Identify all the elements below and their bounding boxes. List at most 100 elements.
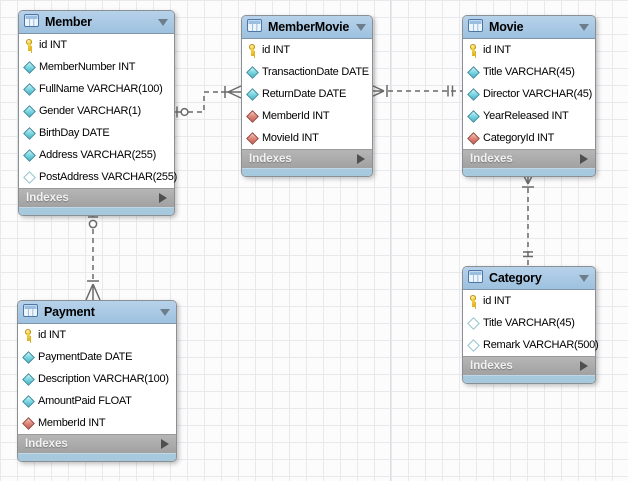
column-row[interactable]: Address VARCHAR(255) — [19, 144, 174, 166]
column-row[interactable]: FullName VARCHAR(100) — [19, 78, 174, 100]
expand-arrow-icon[interactable] — [580, 361, 588, 371]
column-row[interactable]: CategoryId INT — [463, 127, 595, 149]
column-row[interactable]: BirthDay DATE — [19, 122, 174, 144]
table-header[interactable]: Category — [463, 267, 595, 290]
relationship-member-payment[interactable] — [85, 211, 101, 301]
column-row[interactable]: id INT — [19, 34, 174, 56]
column-row[interactable]: Description VARCHAR(100) — [18, 368, 176, 390]
table-icon — [24, 14, 39, 30]
collapse-arrow-icon[interactable] — [160, 308, 170, 316]
column-list: id INT Title VARCHAR(45) Remark VARCHAR(… — [463, 290, 599, 356]
column-icon — [22, 395, 35, 408]
table-title: Category — [489, 271, 542, 285]
column-label: PaymentDate DATE — [38, 351, 133, 363]
column-icon — [467, 66, 480, 79]
column-row[interactable]: MemberNumber INT — [19, 56, 174, 78]
indexes-bar[interactable]: Indexes — [19, 188, 174, 207]
collapse-arrow-icon[interactable] — [579, 274, 589, 282]
column-label: id INT — [39, 39, 67, 51]
primary-key-icon — [246, 43, 259, 57]
column-label: YearReleased INT — [483, 110, 569, 122]
indexes-label: Indexes — [470, 153, 513, 165]
column-icon — [246, 66, 259, 79]
column-row[interactable]: Title VARCHAR(45) — [463, 312, 595, 334]
collapse-arrow-icon[interactable] — [579, 23, 589, 31]
column-row[interactable]: PostAddress VARCHAR(255) — [19, 166, 178, 188]
foreign-key-column-icon — [246, 132, 259, 145]
indexes-bar[interactable]: Indexes — [463, 149, 595, 168]
relationship-movie-category[interactable] — [521, 171, 535, 266]
table-category[interactable]: Category id INT Title VARCHAR(45) Remark… — [462, 266, 599, 384]
column-label: BirthDay DATE — [39, 127, 110, 139]
table-title: MemberMovie — [268, 20, 350, 34]
indexes-bar[interactable]: Indexes — [18, 434, 176, 453]
column-label: MemberId INT — [38, 417, 106, 429]
relationship-membermovie-movie[interactable] — [370, 84, 462, 98]
column-icon — [22, 351, 35, 364]
relationship-member-membermovie[interactable] — [173, 85, 242, 118]
indexes-bar[interactable]: Indexes — [242, 149, 372, 168]
column-row[interactable]: AmountPaid FLOAT — [18, 390, 176, 412]
column-icon — [23, 127, 36, 140]
column-row[interactable]: TransactionDate DATE — [242, 61, 372, 83]
nullable-column-icon — [467, 317, 480, 330]
table-bottom-strip — [18, 453, 176, 461]
column-label: ReturnDate DATE — [262, 88, 347, 100]
primary-key-icon — [23, 38, 36, 52]
table-icon — [247, 19, 262, 35]
column-row[interactable]: id INT — [463, 290, 595, 312]
indexes-bar[interactable]: Indexes — [463, 356, 595, 375]
column-icon — [22, 373, 35, 386]
column-label: CategoryId INT — [483, 132, 555, 144]
table-bottom-strip — [242, 168, 372, 176]
table-title: Member — [45, 15, 92, 29]
table-member[interactable]: Member id INT MemberNumber INT FullName … — [18, 10, 178, 216]
table-header[interactable]: MemberMovie — [242, 16, 372, 39]
table-membermovie[interactable]: MemberMovie id INT TransactionDate DATE … — [241, 15, 373, 177]
column-label: Director VARCHAR(45) — [483, 88, 593, 100]
indexes-label: Indexes — [470, 360, 513, 372]
table-bottom-strip — [19, 207, 174, 215]
column-label: id INT — [483, 295, 511, 307]
table-bottom-strip — [463, 168, 595, 176]
column-icon — [23, 61, 36, 74]
column-row[interactable]: MovieId INT — [242, 127, 372, 149]
column-row[interactable]: Gender VARCHAR(1) — [19, 100, 174, 122]
column-row[interactable]: MemberId INT — [242, 105, 372, 127]
table-movie[interactable]: Movie id INT Title VARCHAR(45) Director … — [462, 15, 596, 177]
foreign-key-column-icon — [22, 417, 35, 430]
column-label: id INT — [38, 329, 66, 341]
primary-key-icon — [467, 43, 480, 57]
table-header[interactable]: Movie — [463, 16, 595, 39]
column-row[interactable]: Remark VARCHAR(500) — [463, 334, 599, 356]
column-label: Title VARCHAR(45) — [483, 66, 575, 78]
column-label: PostAddress VARCHAR(255) — [39, 171, 178, 183]
column-list: id INT TransactionDate DATE ReturnDate D… — [242, 39, 372, 149]
column-label: Description VARCHAR(100) — [38, 373, 169, 385]
column-label: MovieId INT — [262, 132, 319, 144]
expand-arrow-icon[interactable] — [159, 193, 167, 203]
table-header[interactable]: Member — [19, 11, 174, 34]
column-row[interactable]: Title VARCHAR(45) — [463, 61, 595, 83]
column-row[interactable]: id INT — [18, 324, 176, 346]
column-row[interactable]: id INT — [463, 39, 595, 61]
table-header[interactable]: Payment — [18, 301, 176, 324]
column-row[interactable]: PaymentDate DATE — [18, 346, 176, 368]
collapse-arrow-icon[interactable] — [158, 18, 168, 26]
column-label: MemberId INT — [262, 110, 330, 122]
nullable-column-icon — [467, 339, 480, 352]
column-row[interactable]: MemberId INT — [18, 412, 176, 434]
column-icon — [23, 149, 36, 162]
indexes-label: Indexes — [25, 438, 68, 450]
column-row[interactable]: Director VARCHAR(45) — [463, 83, 595, 105]
indexes-label: Indexes — [249, 153, 292, 165]
table-payment[interactable]: Payment id INT PaymentDate DATE Descript… — [17, 300, 177, 462]
column-row[interactable]: id INT — [242, 39, 372, 61]
column-row[interactable]: ReturnDate DATE — [242, 83, 372, 105]
expand-arrow-icon[interactable] — [357, 154, 365, 164]
expand-arrow-icon[interactable] — [161, 439, 169, 449]
collapse-arrow-icon[interactable] — [356, 23, 366, 31]
column-row[interactable]: YearReleased INT — [463, 105, 595, 127]
expand-arrow-icon[interactable] — [580, 154, 588, 164]
